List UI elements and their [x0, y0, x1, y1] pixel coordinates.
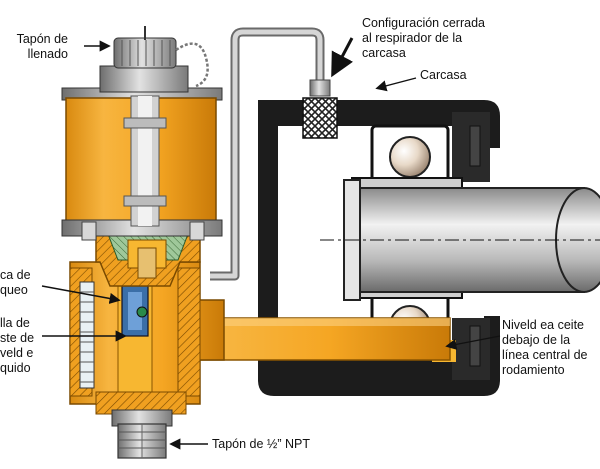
label-fill-plug: Tapón de llenado [16, 32, 68, 61]
label-adjust-screw: lla de ste de veld e quido [0, 316, 35, 375]
label-npt-plug: Tapón de ½” NPT [212, 437, 310, 451]
fill-plug [99, 26, 209, 93]
bearing-housing [258, 97, 500, 396]
label-lock-nut: ca de queo [0, 268, 31, 297]
label-housing: Carcasa [420, 68, 467, 82]
breather-tube [210, 27, 331, 281]
npt-plug [117, 423, 167, 459]
oil-reservoir [61, 87, 223, 241]
bearing-ball-top [389, 136, 431, 178]
leader-lines [41, 37, 501, 450]
reservoir-neck [95, 233, 201, 287]
label-closed-config: Configuración cerrada al respirador de l… [362, 16, 485, 60]
label-oil-level: Niveld ea ceite debajo de la línea centr… [502, 318, 588, 377]
breather-mesh [302, 97, 338, 139]
oiler-body [69, 261, 225, 427]
bearing-assembly [320, 124, 600, 362]
